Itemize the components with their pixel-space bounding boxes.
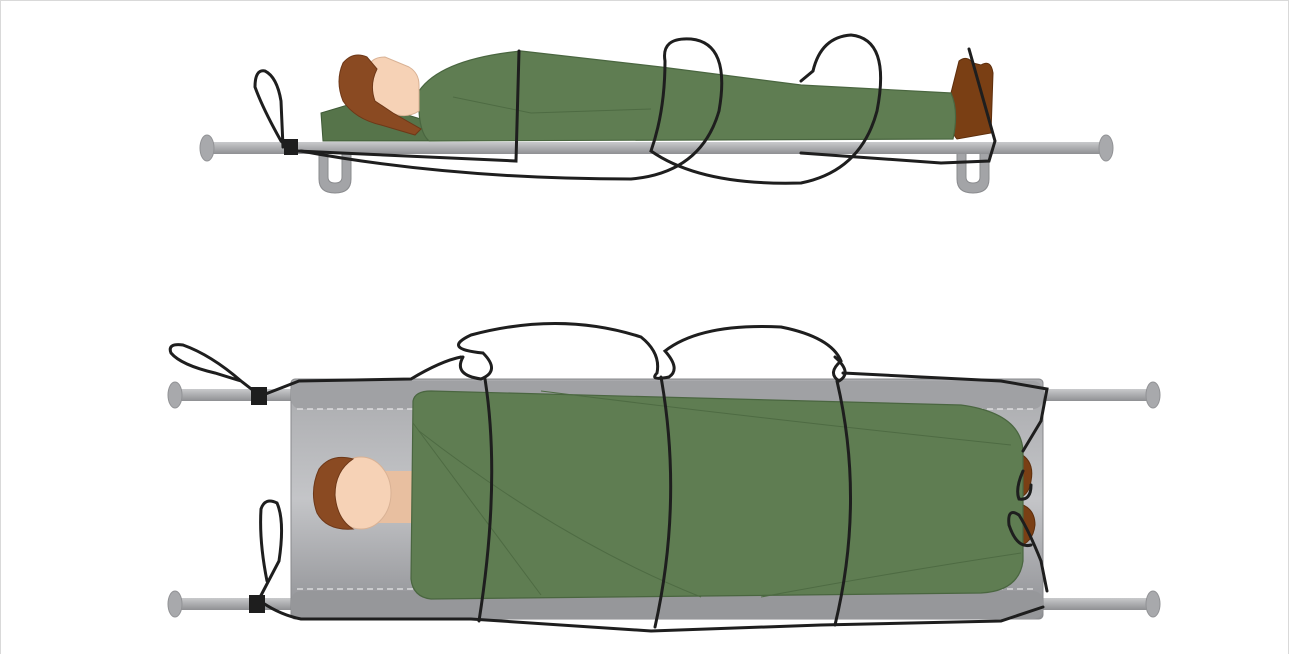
pole-end-left [200,135,214,161]
pole-end-top-ul [168,382,182,408]
strap-buckle-top-lower [249,595,265,613]
top-view [168,323,1160,631]
pole-end-top-ur [1146,382,1160,408]
pole-end-top-lr [1146,591,1160,617]
strap-buckle-top-upper [251,387,267,405]
pole-end-top-ll [168,591,182,617]
strap-buckle-side [284,139,298,155]
blanket-side [419,51,956,141]
blanket-top [411,391,1023,599]
boots-side [951,58,993,139]
stretcher-leg-foot [957,153,989,193]
pole-end-right [1099,135,1113,161]
side-view [200,35,1113,193]
